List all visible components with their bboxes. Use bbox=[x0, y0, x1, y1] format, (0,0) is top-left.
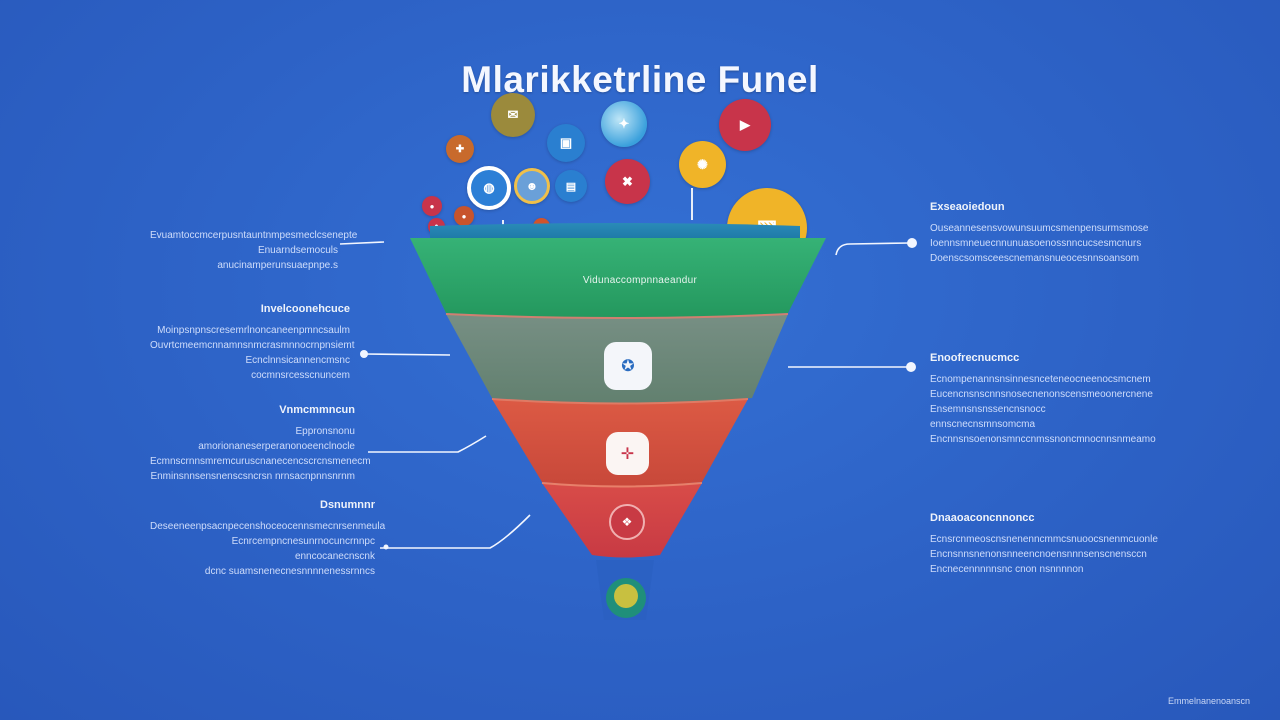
label-line: Ouseannesensvowunsuumcsmenpensurmsmose bbox=[930, 223, 1149, 234]
label-heading: Vnmcmmncun bbox=[279, 404, 355, 416]
footer-credit: Emmelnanenoanscn bbox=[1167, 696, 1250, 706]
compass-icon: ✛ bbox=[606, 432, 649, 475]
connector-left-2 bbox=[363, 353, 451, 356]
connector-right-1 bbox=[835, 242, 911, 256]
label-line: Enminsnnsensnenscsncrsn nrnsacnpnnsnrnm bbox=[150, 471, 355, 482]
page-title: Mlarikketrline Funel bbox=[461, 58, 819, 100]
right-label-1: Exseaoiedoun Ouseannesensvowunsuumcsmenp… bbox=[930, 200, 1149, 266]
chat-icon: ▤ bbox=[555, 170, 587, 202]
label-heading: Exseaoiedoun bbox=[930, 201, 1005, 213]
label-line: Doenscsomsceescnemansnueocesnnsoansom bbox=[930, 253, 1140, 264]
connector-left-4 bbox=[380, 514, 531, 549]
label-line: Ouvrtcmeemcnnamnsnmcrasmnnocrnpnsiemt bbox=[150, 340, 355, 351]
share-icon: ✚ bbox=[446, 135, 474, 163]
label-line: Ecnompenannsnsinnesnceteneocneenocsmcnem bbox=[930, 374, 1151, 385]
idea-icon: ✺ bbox=[679, 141, 726, 188]
people-icon: ☻ bbox=[514, 168, 550, 204]
label-line: Moinpsnpnscresemrlnoncaneenpmncsaulm bbox=[157, 325, 350, 336]
twitter-icon: ✦ bbox=[601, 101, 647, 147]
label-line: Enuarndsemoculs anucinamperunsuaepnpe.s bbox=[217, 245, 338, 271]
label-line: Encnecennnnnsnc cnon nsnnnnon bbox=[930, 564, 1084, 575]
label-heading: Enoofrecnucmcc bbox=[930, 352, 1020, 364]
connector-left-3 bbox=[368, 435, 487, 453]
briefcase-icon: ✉ bbox=[491, 93, 535, 137]
connector-left-1 bbox=[339, 241, 385, 245]
globe-icon: ◍ bbox=[467, 166, 511, 210]
label-heading: Dsnumnnr bbox=[320, 499, 375, 511]
label-line: Ecnclnnsicannencmsnc cocmnsrcesscnuncem bbox=[245, 355, 351, 381]
video-icon: ▶ bbox=[719, 99, 771, 151]
user-icon: ● bbox=[422, 196, 442, 216]
target-icon: ❖ bbox=[609, 504, 645, 540]
left-label-2: Invelcoonehcuce Moinpsnpnscresemrlnoncan… bbox=[150, 302, 355, 383]
label-line: Eppronsnonu amorionaneserperanonoeenclno… bbox=[198, 426, 355, 452]
label-line: Eucencnsnscnnsnosecnenonscensmeoonercnen… bbox=[930, 389, 1153, 400]
user-icon: ● bbox=[454, 206, 474, 226]
left-label-4: Dsnumnnr Deseeneenpsacnpecenshoceocennsm… bbox=[150, 498, 386, 579]
right-label-3: Dnaaoaconcnnoncc Ecnsrcnmeoscnsnenenncmm… bbox=[930, 511, 1158, 577]
label-line: Deseeneenpsacnpecenshoceocennsmecnrsenme… bbox=[150, 521, 386, 532]
label-heading: Dnaaoaconcnnoncc bbox=[930, 512, 1035, 524]
label-line: Encnnsnsoenonsmnccnmssnoncmnocnnsnmeamo bbox=[930, 434, 1156, 445]
label-line: Ecnsrcnmeoscnsnenenncmmcsnuoocsnenmcuonl… bbox=[930, 534, 1158, 545]
funnel-stage-awareness-label: Vidunaccompnnaeandur bbox=[582, 275, 698, 286]
label-heading: Invelcoonehcuce bbox=[260, 303, 350, 315]
label-line: Ecnrcempncnesunrnocuncrnnpc enncocanecns… bbox=[231, 536, 375, 562]
funnel-stage-awareness bbox=[410, 238, 826, 318]
balloon-string bbox=[691, 188, 693, 220]
left-label-1: Evuamtoccmcerpusntauntnmpesmeclcsenepte … bbox=[150, 228, 358, 273]
label-line: Encnsnnsnenonsnneencnoensnnnsenscnensccn bbox=[930, 549, 1147, 560]
funnel-rim bbox=[430, 223, 800, 238]
label-line: Ensemnsnsnssencnsnocc ennscnecnsmnsomcma bbox=[930, 404, 1046, 430]
megaphone-icon: ✪ bbox=[604, 342, 652, 390]
label-line: dcnc suamsnenecnesnnnnenessrnncs bbox=[204, 566, 375, 577]
label-line: Ioennsmneuecnnunuasoenossnncucsesmcnurs bbox=[930, 238, 1142, 249]
network-icon: ✖ bbox=[605, 159, 650, 204]
label-line: Evuamtoccmcerpusntauntnmpesmeclcsenepte bbox=[150, 230, 358, 241]
monitor-icon: ▣ bbox=[547, 124, 585, 162]
left-label-3: Vnmcmmncun Eppronsnonu amorionaneserpera… bbox=[150, 403, 371, 484]
label-line: Ecmnscrnnsmremcuruscnanecencscrcnsmenecm bbox=[150, 456, 371, 467]
right-label-2: Enoofrecnucmcc Ecnompenannsnsinnesnceten… bbox=[930, 351, 1156, 447]
